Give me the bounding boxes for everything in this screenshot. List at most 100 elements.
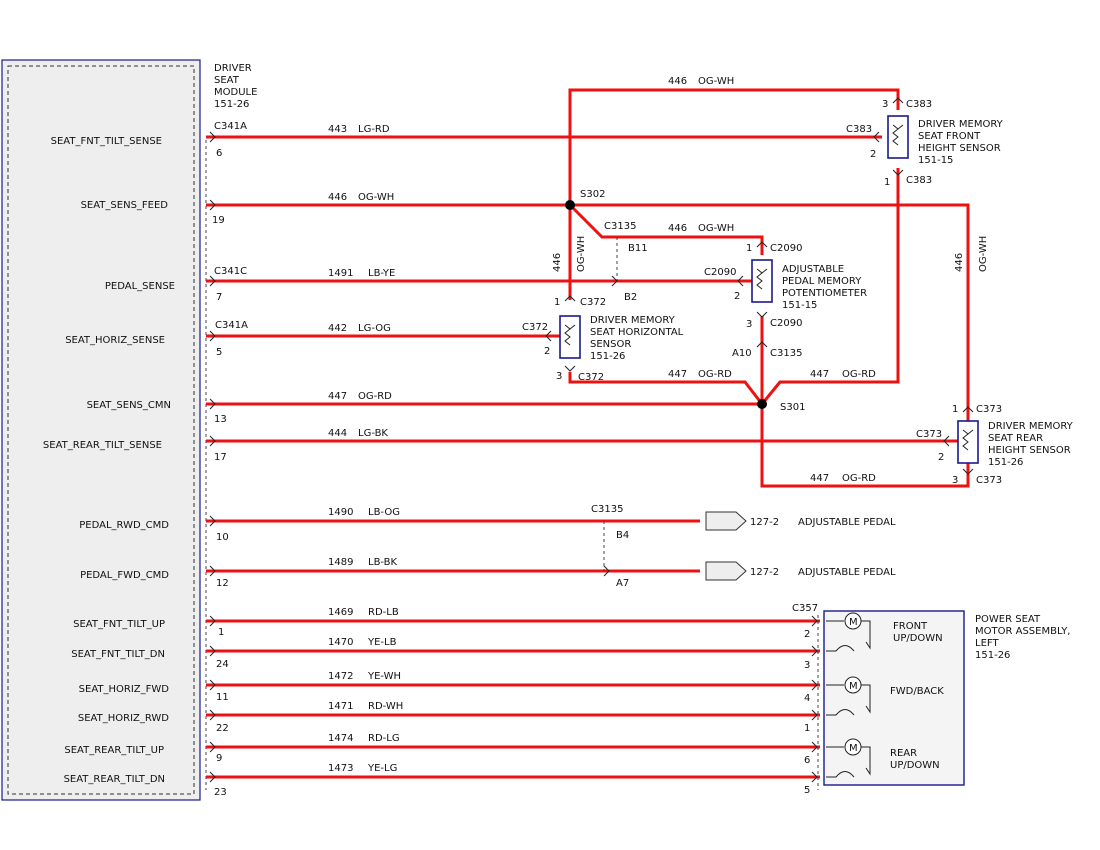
svg-text:SEAT: SEAT [214,75,240,86]
module-title: DRIVER SEAT MODULE 151-26 [214,63,257,110]
svg-text:151-26: 151-26 [988,457,1023,468]
svg-text:1489: 1489 [328,557,353,568]
svg-text:1473: 1473 [328,763,353,774]
pin-seat-fnt-tilt-dn: SEAT_FNT_TILT_DN 24 1470 YE-LB 3 [71,637,810,671]
wire-label-top-446: 446 OG-WH [668,76,734,87]
adjustable-pedal-fwd-ref: 127-2 ADJUSTABLE PEDAL [705,561,896,581]
svg-text:1: 1 [218,627,224,638]
svg-text:RD-LB: RD-LB [368,607,399,618]
svg-text:REAR: REAR [890,748,917,759]
pin-seat-fnt-tilt-up: SEAT_FNT_TILT_UP 1 1469 RD-LB 2 [73,607,810,640]
svg-text:RD-LG: RD-LG [368,733,400,744]
svg-text:446: 446 [954,253,965,272]
svg-text:YE-LG: YE-LG [367,763,397,774]
pin-pedal-fwd-cmd: PEDAL_FWD_CMD 12 1489 LB-BK [80,557,397,589]
driver-seat-module [1,59,207,801]
svg-text:6: 6 [216,148,222,159]
svg-text:MODULE: MODULE [214,87,257,98]
svg-text:SEAT_SENS_CMN: SEAT_SENS_CMN [87,400,171,411]
svg-text:151-26: 151-26 [590,351,625,362]
svg-text:B4: B4 [616,530,629,541]
wire-label-s302-vertical: 446 OG-WH [552,236,587,272]
svg-text:1: 1 [554,297,560,308]
svg-text:24: 24 [216,659,229,670]
pin-seat-fnt-tilt-sense: SEAT_FNT_TILT_SENSE C341A 6 443 LG-RD [51,121,390,159]
svg-text:3: 3 [556,371,562,382]
svg-text:SEAT_REAR_TILT_DN: SEAT_REAR_TILT_DN [64,774,165,785]
svg-text:A7: A7 [616,578,629,589]
svg-text:UP/DOWN: UP/DOWN [893,633,943,644]
wire-label-front-447: 447 OG-RD [810,369,876,380]
motor-fwd-back-icon: M [826,676,871,716]
pin-seat-rear-tilt-up: SEAT_REAR_TILT_UP 9 1474 RD-LG 6 [64,733,810,766]
svg-text:443: 443 [328,124,347,135]
svg-text:447: 447 [668,369,687,380]
adjustable-pedal-rwd-ref: 127-2 ADJUSTABLE PEDAL [705,511,896,531]
svg-text:ADJUSTABLE PEDAL: ADJUSTABLE PEDAL [798,517,896,528]
svg-text:151-26: 151-26 [214,99,249,110]
svg-text:22: 22 [216,723,229,734]
svg-text:C2090: C2090 [704,267,736,278]
svg-text:SEAT REAR: SEAT REAR [988,433,1043,444]
wire-label-right-vertical: 446 OG-WH [954,236,989,272]
svg-text:447: 447 [328,391,347,402]
svg-text:SEAT_FNT_TILT_DN: SEAT_FNT_TILT_DN [71,649,165,660]
svg-text:DRIVER: DRIVER [214,63,252,74]
svg-text:C341C: C341C [214,266,247,277]
pin-pedal-sense: PEDAL_SENSE C341C 7 1491 LB-YE [105,266,395,303]
svg-text:OG-WH: OG-WH [358,192,394,203]
pin-seat-horiz-fwd: SEAT_HORIZ_FWD 11 1472 YE-WH 4 [79,671,811,704]
svg-text:127-2: 127-2 [750,517,779,528]
svg-text:YE-LB: YE-LB [367,637,397,648]
front-height-sensor: 3 C383 C383 2 1 C383 DRIVER MEMORY SEAT … [846,97,1004,188]
svg-text:3: 3 [746,319,752,330]
svg-text:11: 11 [216,692,229,703]
svg-text:C2090: C2090 [770,243,802,254]
svg-text:LB-YE: LB-YE [368,268,395,279]
svg-text:OG-RD: OG-RD [698,369,732,380]
svg-text:FRONT: FRONT [893,621,928,632]
svg-text:446: 446 [552,253,563,272]
rear-height-sensor: 1 C373 C373 2 3 C373 DRIVER MEMORY SEAT … [916,404,1074,486]
svg-text:3: 3 [882,99,888,110]
svg-text:B2: B2 [624,292,637,303]
svg-text:4: 4 [804,693,810,704]
pin-seat-rear-tilt-sense: SEAT_REAR_TILT_SENSE 17 444 LG-BK [43,428,389,463]
pin-seat-sens-cmn: SEAT_SENS_CMN 13 447 OG-RD [87,391,393,425]
svg-text:MOTOR ASSEMBLY,: MOTOR ASSEMBLY, [975,626,1070,637]
svg-text:2: 2 [938,452,944,463]
svg-text:C341A: C341A [214,121,247,132]
svg-text:DRIVER MEMORY: DRIVER MEMORY [918,119,1004,130]
svg-text:FWD/BACK: FWD/BACK [890,686,944,697]
svg-text:C383: C383 [846,124,872,135]
svg-text:17: 17 [214,452,227,463]
svg-text:POWER SEAT: POWER SEAT [975,614,1041,625]
svg-text:A10: A10 [732,348,752,359]
svg-text:1469: 1469 [328,607,353,618]
svg-text:C383: C383 [906,99,932,110]
svg-text:B11: B11 [628,243,648,254]
connector-c3135-lower: C3135 B4 A7 [591,504,629,589]
svg-text:127-2: 127-2 [750,567,779,578]
svg-text:M: M [849,617,858,628]
svg-text:C341A: C341A [215,320,248,331]
splice-s302: S302 [565,189,605,210]
svg-text:M: M [849,743,858,754]
splice-s301: S301 [757,399,805,413]
svg-text:446: 446 [668,223,687,234]
svg-text:1471: 1471 [328,701,353,712]
horizontal-sensor: 1 C372 C372 2 3 C372 DRIVER MEMORY SEAT … [522,295,684,383]
svg-text:YE-WH: YE-WH [367,671,401,682]
svg-text:1491: 1491 [328,268,353,279]
svg-text:1: 1 [746,243,752,254]
svg-text:C383: C383 [906,175,932,186]
svg-text:SEAT_FNT_TILT_SENSE: SEAT_FNT_TILT_SENSE [51,136,162,147]
svg-text:HEIGHT SENSOR: HEIGHT SENSOR [918,143,1001,154]
svg-text:2: 2 [734,291,740,302]
svg-text:LB-BK: LB-BK [368,557,398,568]
svg-text:LG-BK: LG-BK [358,428,388,439]
svg-text:C3135: C3135 [604,221,636,232]
svg-text:SEAT FRONT: SEAT FRONT [918,131,981,142]
svg-text:C372: C372 [522,322,548,333]
svg-text:LB-OG: LB-OG [368,507,400,518]
